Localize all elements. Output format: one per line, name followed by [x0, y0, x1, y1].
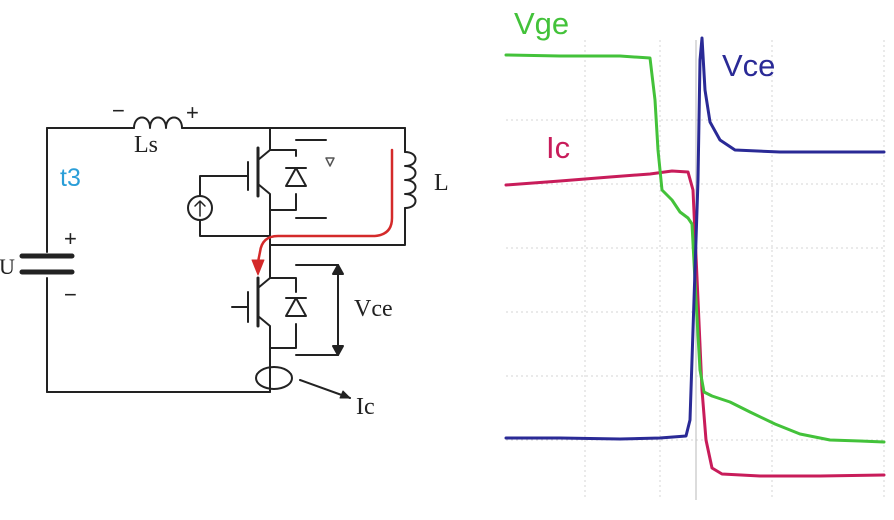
gate-driver-wire — [199, 175, 271, 237]
load-inductor-l — [404, 151, 417, 209]
vce-circuit-label: Vce — [354, 296, 393, 322]
ls-label: Ls — [134, 132, 158, 158]
gate-driver-source — [187, 195, 213, 221]
vce-trace — [504, 36, 886, 441]
lower-diode — [285, 297, 307, 317]
scope-labels: Vge Vce Ic — [514, 6, 775, 165]
current-probe-ring — [255, 366, 293, 390]
upper-switch-emitter — [257, 183, 271, 246]
vce-scope-label: Vce — [722, 48, 775, 83]
u-minus-sign: − — [64, 282, 77, 307]
current-path-arrowhead — [251, 259, 265, 276]
vce-arrow-bottom — [332, 345, 344, 356]
circuit-labels: − + Ls t3 U + − L Vce Ic — [0, 98, 449, 420]
ic-trace — [504, 169, 886, 478]
t3-label: t3 — [60, 164, 81, 192]
stray-inductor-ls — [133, 116, 183, 129]
vge-label: Vge — [514, 6, 569, 41]
l-label: L — [434, 170, 449, 196]
upper-diode — [285, 167, 307, 187]
lower-switch-emitter — [257, 315, 271, 393]
load-wire-bottom — [269, 207, 406, 246]
gate-driver-arrow — [194, 200, 206, 217]
ls-plus-sign: + — [186, 100, 199, 125]
lower-diode-wiring — [269, 277, 297, 349]
vce-measure-wires — [295, 264, 339, 356]
ic-scope-label: Ic — [546, 130, 570, 165]
upper-diode-wiring — [269, 149, 297, 211]
circuit-schematic — [19, 116, 417, 399]
u-plus-sign: + — [64, 226, 77, 251]
vce-arrow-top — [332, 264, 344, 275]
ls-minus-sign: − — [112, 98, 125, 123]
current-path — [256, 148, 394, 264]
upper-switch-collector — [257, 127, 271, 161]
scope-traces — [504, 36, 886, 478]
u-label: U — [0, 254, 15, 279]
upper-switch-ghost — [325, 157, 335, 167]
ic-circuit-label: Ic — [356, 394, 375, 420]
scope-grid — [506, 40, 885, 500]
ic-pointer-head — [339, 390, 351, 399]
